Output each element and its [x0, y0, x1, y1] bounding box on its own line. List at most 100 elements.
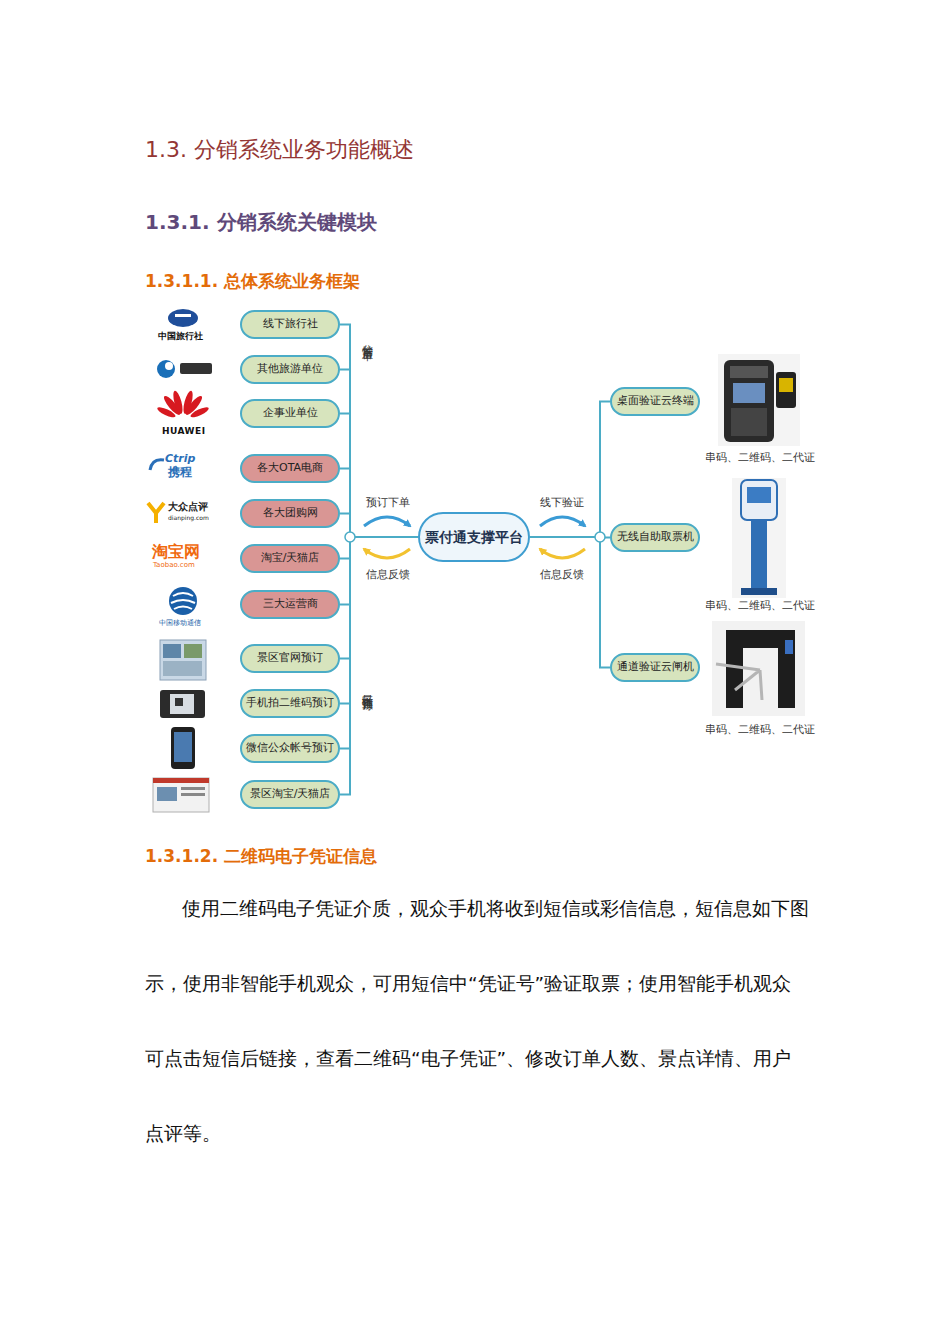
connector-line	[340, 537, 418, 749]
module-box: 微信公众帐号预订	[240, 734, 340, 763]
box-text-group: 通道验证云闸机	[617, 661, 694, 674]
reader	[785, 640, 793, 654]
logo-word	[180, 363, 212, 374]
phone-scan-photo	[160, 690, 205, 718]
connector-line	[340, 537, 418, 795]
device-caption: 串码、二维码、二代证	[705, 722, 815, 737]
connector-line	[340, 414, 418, 538]
thumb-photo	[184, 644, 202, 658]
box-text-group: 景区淘宝/天猫店	[250, 788, 331, 801]
connector-line	[340, 469, 418, 538]
connector-line	[530, 536, 610, 539]
terminal-screen	[733, 383, 765, 403]
box-label: 桌面验证云终端	[617, 395, 694, 408]
junction-dot	[345, 532, 355, 542]
smartphone-photo	[171, 727, 195, 769]
connector-line	[530, 537, 610, 668]
thumb-photo	[163, 644, 181, 658]
module-box: 各大团购网	[240, 499, 340, 528]
logo-text: 中国移动通信	[159, 618, 201, 628]
module-box: 景区官网预订	[240, 644, 340, 673]
logo-text: Taobao.com	[153, 561, 195, 569]
thumb-text	[181, 787, 205, 790]
box-text-group: 各大OTA电商	[257, 462, 323, 475]
logo-text: 中国旅行社	[158, 330, 203, 343]
module-box: 其他旅游单位	[240, 355, 340, 384]
box-text-group: 企事业单位	[263, 407, 318, 420]
chinamobile-logo	[169, 587, 197, 615]
section-heading: 1.3.1. 分销系统关键模块	[145, 209, 377, 236]
bracket-line	[599, 401, 601, 667]
group-label: 分销后台下单	[359, 336, 374, 342]
platform-box: 票付通支撑平台	[418, 512, 530, 562]
photo-bg	[712, 621, 805, 716]
phone-body	[171, 727, 195, 769]
logo-text: 大众点评	[168, 500, 208, 514]
box-text-group: 景区官网预订	[257, 652, 323, 665]
printer-slot	[730, 366, 768, 378]
module-box: 三大运营商	[240, 590, 340, 619]
connector-line	[530, 402, 610, 538]
dianping-logo	[148, 503, 164, 523]
logo-text: dianping.com	[168, 514, 209, 521]
photo-bg	[732, 478, 786, 598]
device-caption: 串码、二维码、二代证	[705, 450, 815, 465]
thumb-text	[181, 793, 205, 796]
logo-emblem	[168, 309, 198, 327]
box-label: 景区官网预订	[257, 652, 323, 665]
box-label: 其他旅游单位	[257, 363, 323, 376]
petal	[183, 394, 204, 417]
connector-line	[340, 537, 418, 605]
module-box: 通道验证云闸机	[610, 653, 700, 682]
box-label: 各大OTA电商	[257, 462, 323, 475]
logo-text: Ctrip	[165, 452, 195, 465]
petal	[189, 405, 210, 419]
connector-line	[340, 537, 418, 559]
kiosk-photo	[732, 478, 786, 598]
box-text-group: 淘宝/天猫店	[261, 552, 320, 565]
box-text-group: 线下旅行社	[263, 318, 318, 331]
logo-text: 携程	[168, 464, 192, 481]
module-box: 景区淘宝/天猫店	[240, 780, 340, 809]
thumb-frame	[160, 640, 206, 680]
cits-logo	[168, 309, 198, 327]
connector-line	[340, 537, 418, 659]
flow-label: 线下验证	[540, 495, 584, 510]
petal	[182, 390, 195, 415]
phone-body	[160, 690, 205, 718]
section-heading: 1.3. 分销系统业务功能概述	[145, 135, 414, 165]
phone-screen	[174, 732, 192, 762]
box-text-group: 三大运营商	[263, 598, 318, 611]
bracket-line	[349, 324, 351, 794]
box-label: 景区淘宝/天猫店	[250, 788, 331, 801]
card-reader	[776, 372, 796, 408]
logo-swirl	[157, 360, 175, 378]
petal	[156, 405, 177, 419]
logo-text: HUAWEI	[162, 426, 206, 436]
flow-label: 预订下单	[366, 495, 410, 510]
curved-arrow	[540, 549, 585, 558]
kiosk-column	[751, 520, 767, 590]
keypad	[731, 408, 767, 436]
connector-line	[340, 514, 418, 538]
thumb-bar	[153, 778, 209, 783]
box-text-group: 票付通支撑平台	[425, 529, 523, 545]
module-box: 无线自助取票机	[610, 523, 700, 552]
box-text-group: 桌面验证云终端	[617, 395, 694, 408]
phone-screen	[170, 694, 194, 714]
body-paragraph: 使用二维码电子凭证介质，观众手机将收到短信或彩信信息，短信息如下图示，使用非智能…	[145, 871, 810, 1171]
box-text-group: 手机拍二维码预订	[246, 697, 334, 710]
logo-globe	[169, 587, 197, 615]
turnstile-photo	[712, 621, 805, 716]
box-label: 票付通支撑平台	[425, 529, 523, 545]
flow-label: 信息反馈	[540, 567, 584, 582]
terminal-body	[724, 360, 774, 442]
reader-pad	[779, 378, 793, 392]
connector-line	[340, 325, 418, 538]
logo-lines	[171, 593, 195, 609]
box-label: 微信公众帐号预订	[246, 742, 334, 755]
